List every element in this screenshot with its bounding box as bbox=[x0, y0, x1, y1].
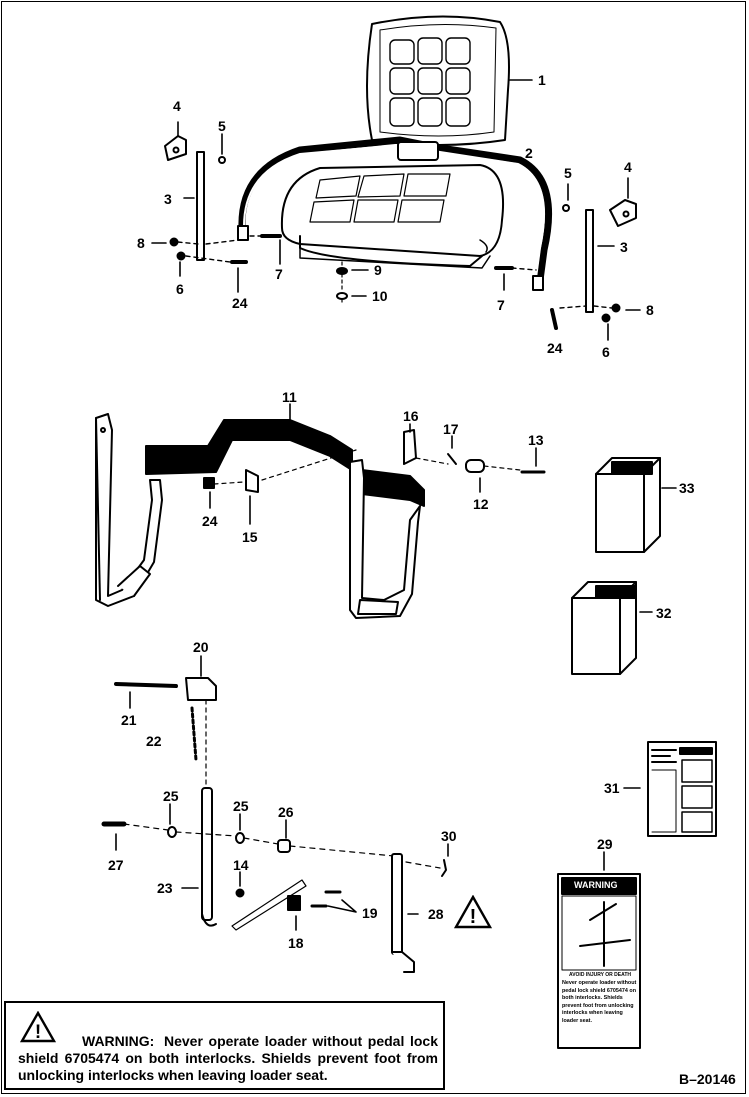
callout-16: 16 bbox=[403, 408, 419, 424]
callout-26: 26 bbox=[278, 804, 294, 820]
decal-29-title: WARNING bbox=[574, 880, 618, 890]
warning-triangle-icon: ! bbox=[454, 895, 492, 929]
warning-triangle-icon: ! bbox=[20, 1011, 56, 1043]
decal-29-body: Never operate loader without pedal lock … bbox=[562, 980, 637, 1024]
callout-17: 17 bbox=[443, 421, 459, 437]
callout-18: 18 bbox=[288, 935, 304, 951]
callout-3: 3 bbox=[620, 239, 628, 255]
callout-12: 12 bbox=[473, 496, 489, 512]
seat-assembly bbox=[280, 15, 510, 269]
callout-7: 7 bbox=[497, 297, 505, 313]
callout-21: 21 bbox=[121, 712, 137, 728]
callout-29: 29 bbox=[597, 836, 613, 852]
seat-bar bbox=[95, 413, 546, 619]
callout-33: 33 bbox=[679, 480, 695, 496]
callout-5: 5 bbox=[564, 165, 572, 181]
callout-6: 6 bbox=[176, 281, 184, 297]
decal-29-subtitle: AVOID INJURY OR DEATH bbox=[568, 972, 632, 978]
callout-20: 20 bbox=[193, 639, 209, 655]
callout-1: 1 bbox=[538, 72, 546, 88]
callout-24: 24 bbox=[232, 295, 248, 311]
svg-text:!: ! bbox=[470, 906, 477, 928]
callout-23: 23 bbox=[157, 880, 173, 896]
callout-7: 7 bbox=[275, 266, 283, 282]
callout-15: 15 bbox=[242, 529, 258, 545]
right-mount-parts bbox=[336, 199, 637, 330]
warning-text: Never operate loader without pedal lock … bbox=[18, 1033, 438, 1083]
callout-8: 8 bbox=[646, 302, 654, 318]
leader-lines bbox=[115, 79, 677, 931]
callout-25: 25 bbox=[163, 788, 179, 804]
callout-11: 11 bbox=[282, 389, 297, 405]
callout-9: 9 bbox=[374, 262, 382, 278]
callout-5: 5 bbox=[218, 118, 226, 134]
callout-25: 25 bbox=[233, 798, 249, 814]
callout-19: 19 bbox=[362, 905, 378, 921]
pedal-lock-parts bbox=[101, 677, 447, 973]
callout-24: 24 bbox=[202, 513, 218, 529]
callout-8: 8 bbox=[137, 235, 145, 251]
callout-22: 22 bbox=[146, 733, 162, 749]
callout-6: 6 bbox=[602, 344, 610, 360]
seat-belt bbox=[237, 136, 553, 291]
decal-29 bbox=[557, 873, 641, 1049]
callout-2: 2 bbox=[525, 145, 533, 161]
box-32 bbox=[571, 581, 637, 675]
callout-30: 30 bbox=[441, 828, 457, 844]
callout-14: 14 bbox=[233, 857, 249, 873]
warning-box: ! WARNING: Never operate loader without … bbox=[4, 1001, 445, 1090]
callout-13: 13 bbox=[528, 432, 544, 448]
callout-32: 32 bbox=[656, 605, 672, 621]
callout-31: 31 bbox=[604, 780, 620, 796]
callout-4: 4 bbox=[173, 98, 181, 114]
callout-28: 28 bbox=[428, 906, 444, 922]
figure-code: B–20146 bbox=[679, 1071, 736, 1087]
callout-3: 3 bbox=[164, 191, 172, 207]
warning-heading: WARNING: bbox=[82, 1033, 155, 1049]
callout-27: 27 bbox=[108, 857, 124, 873]
left-mount-parts bbox=[164, 135, 282, 264]
box-33 bbox=[595, 457, 661, 553]
svg-text:!: ! bbox=[35, 1022, 41, 1043]
callout-24: 24 bbox=[547, 340, 563, 356]
callout-10: 10 bbox=[372, 288, 388, 304]
callout-4: 4 bbox=[624, 159, 632, 175]
decal-31 bbox=[647, 741, 717, 837]
